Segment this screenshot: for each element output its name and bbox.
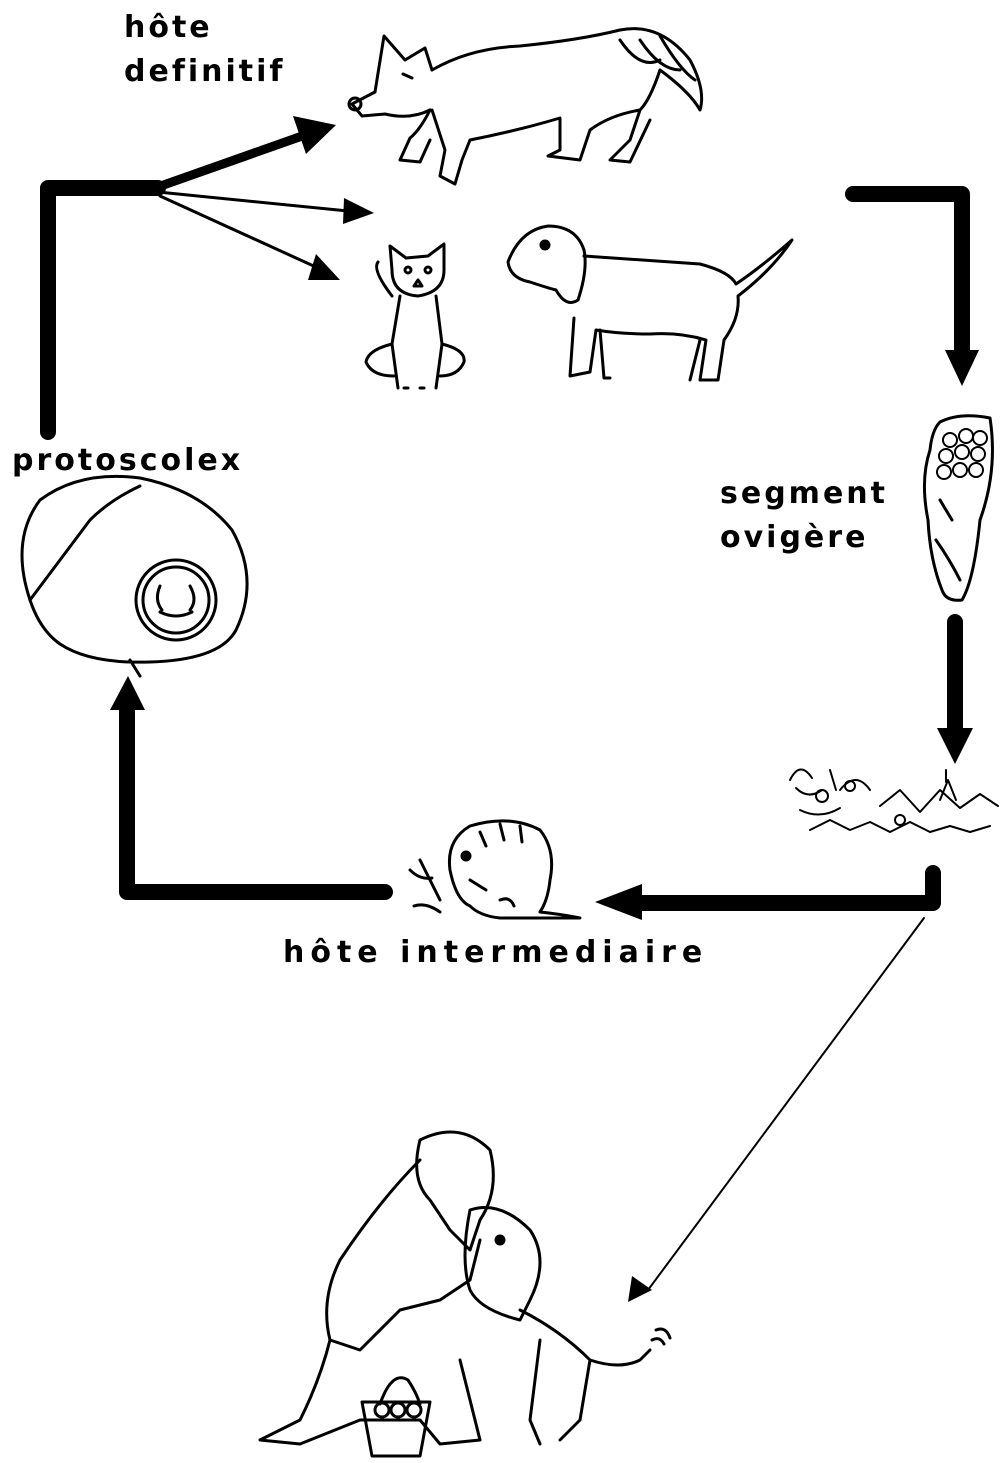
arrow-to-protoscolex: [127, 708, 385, 892]
arrow-to-segment: [853, 194, 962, 352]
definitive-host-label-line1: hôte: [124, 10, 213, 45]
ground-drawing: [790, 769, 998, 832]
cat-drawing: [366, 244, 464, 388]
cycle-arrows: [48, 116, 979, 1302]
arrowhead-protoscolex: [110, 676, 145, 710]
protoscolex-drawing: [22, 476, 247, 676]
egg-segment-label-line1: segment: [720, 476, 888, 511]
arrow-to-human: [648, 918, 924, 1290]
arrow-to-fox: [155, 135, 305, 188]
arrowhead-human: [628, 1276, 652, 1302]
arrowhead-ground: [937, 728, 973, 764]
fox-drawing: [349, 29, 702, 184]
arrowhead-cat: [308, 254, 340, 280]
arrowhead-rodent: [595, 884, 642, 920]
human-dog-drawing: [260, 1132, 670, 1456]
rodent-drawing: [410, 821, 580, 918]
arrowhead-dog: [343, 198, 374, 224]
definitive-host-label-line2: definitif: [124, 54, 285, 89]
protoscolex-label: protoscolex: [12, 443, 243, 478]
arrow-protoscolex-up: [48, 188, 158, 432]
arrowhead-segment: [945, 350, 979, 386]
egg-segment-label-line2: ovigère: [720, 520, 868, 555]
intermediate-host-label: hôte intermediaire: [283, 935, 708, 970]
segment-drawing: [924, 416, 992, 601]
arrow-to-rodent: [640, 873, 933, 903]
dog-drawing: [508, 226, 792, 380]
